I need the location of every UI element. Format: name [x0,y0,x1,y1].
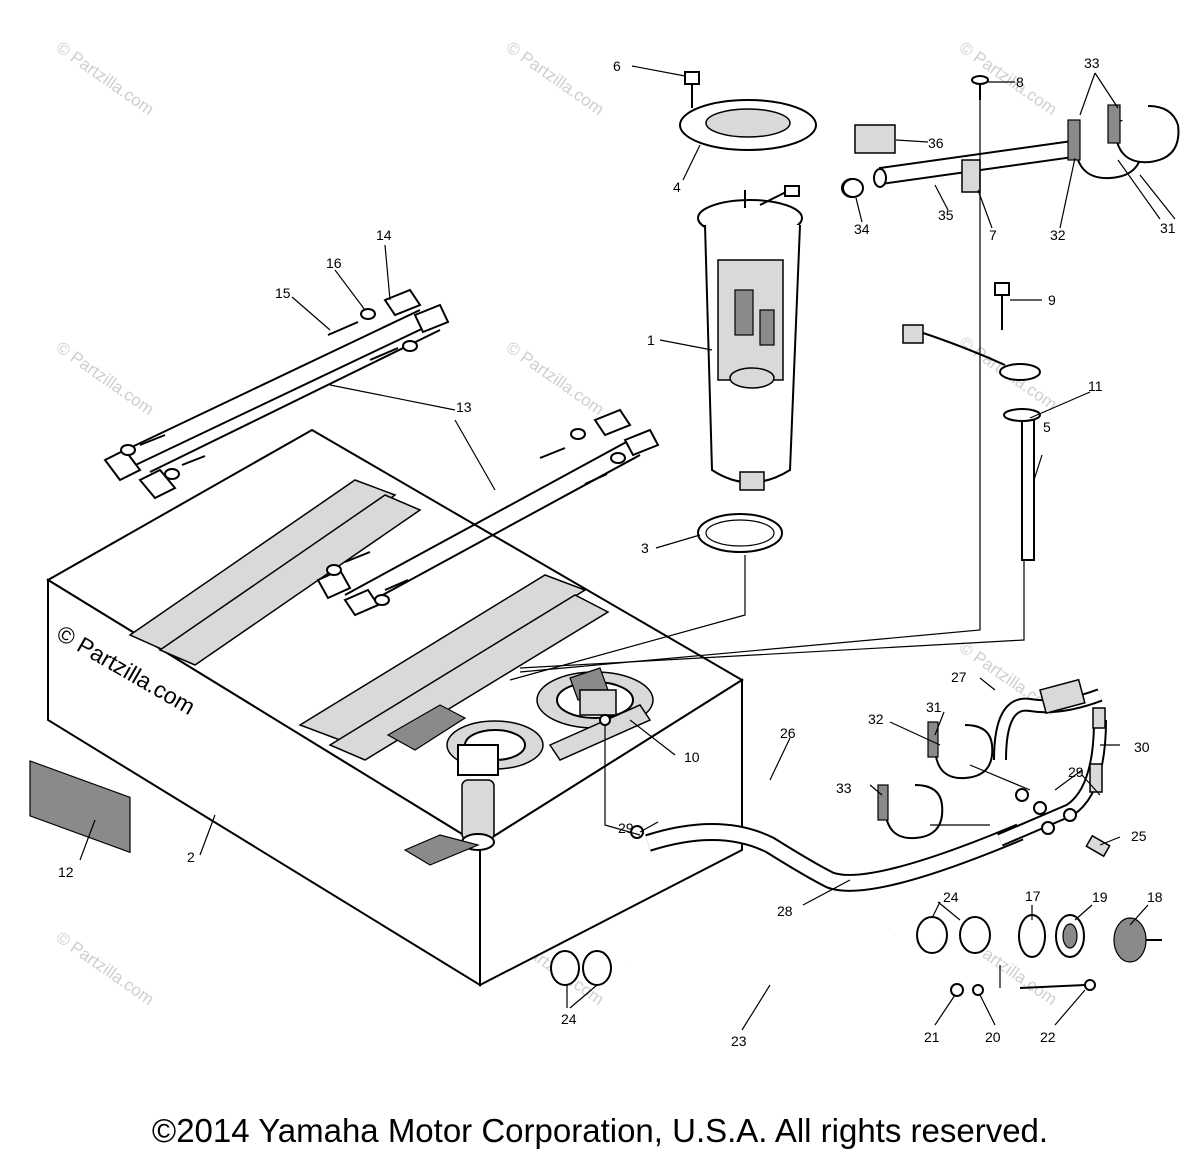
sensor-5 [902,324,1041,561]
callout-24b: 24 [943,889,959,905]
callout-33b: 33 [1084,55,1100,71]
leader-lines [79,65,1176,1031]
nut-21 [950,983,964,997]
sensor-10 [579,689,641,836]
clamp-31-32-33-mid [877,721,994,840]
watermark: © Partzilla.com [956,38,1061,119]
callout-5: 5 [1043,419,1051,435]
seal-3 [697,513,783,553]
fuel-tank [29,428,744,987]
callout-14: 14 [376,227,392,243]
callout-33: 33 [836,780,852,796]
callout-1: 1 [647,332,655,348]
callout-19: 19 [1092,889,1108,905]
callout-31: 31 [926,699,942,715]
hose-23 [623,924,898,1031]
washer-20 [972,984,984,996]
callout-11: 11 [1088,378,1103,394]
callout-24: 24 [561,1011,577,1027]
hose-26 [645,823,1024,892]
hose-27 [993,678,1103,761]
callout-28: 28 [777,903,793,919]
screw-22 [1019,979,1096,991]
callout-32: 32 [868,711,884,727]
grommet-34 [842,178,864,198]
watermark: © Partzilla.com [53,38,158,119]
block-36 [854,124,896,154]
watermark: © Partzilla.com [503,38,608,119]
bolt-9 [994,282,1010,330]
clamp-31-32-33-top [1067,104,1180,180]
watermark: © Partzilla.com [53,338,158,419]
callout-34: 34 [854,221,870,237]
callout-31b: 31 [1160,220,1176,236]
callout-20: 20 [985,1029,1001,1045]
callout-8: 8 [1016,74,1024,90]
callout-6: 6 [613,58,621,74]
callout-26: 26 [780,725,796,741]
callout-2: 2 [187,849,195,865]
callout-18: 18 [1147,889,1163,905]
callout-17: 17 [1025,888,1041,904]
callout-16: 16 [326,255,342,271]
callout-35: 35 [938,207,954,223]
watermark: © Partzilla.com [503,338,608,419]
watermark: © Partzilla.com [53,928,158,1009]
callout-12: 12 [58,864,74,880]
callout-32b: 32 [1050,227,1066,243]
callout-9: 9 [1048,292,1056,308]
retaining-plate-4 [679,99,817,151]
callout-29b: 29 [1068,764,1084,780]
callout-23: 23 [731,1033,747,1049]
fuel-pump [697,185,803,491]
bolt-6 [684,71,700,108]
filler-cap-assembly [1018,914,1162,963]
callout-30: 30 [1134,739,1150,755]
callout-numbers: 1 2 3 4 5 6 7 8 9 10 11 12 13 14 15 16 1… [58,55,1176,1049]
fittings-29-30 [630,707,1111,858]
callout-13: 13 [456,399,472,415]
callout-36: 36 [928,135,944,151]
callout-4: 4 [673,179,681,195]
callout-3: 3 [641,540,649,556]
bolt-25 [1085,834,1111,858]
callout-21: 21 [924,1029,940,1045]
callout-27: 27 [951,669,967,685]
label-12 [29,760,131,854]
callout-22: 22 [1040,1029,1056,1045]
screw-8 [971,75,989,100]
callout-25: 25 [1131,828,1147,844]
callout-10: 10 [684,749,700,765]
callout-15: 15 [275,285,291,301]
callout-29: 29 [618,820,634,836]
callout-7: 7 [989,227,997,243]
bolt-15 [120,308,626,606]
copyright-notice: ©2014 Yamaha Motor Corporation, U.S.A. A… [151,1112,1049,1149]
tank-straps [103,288,660,617]
